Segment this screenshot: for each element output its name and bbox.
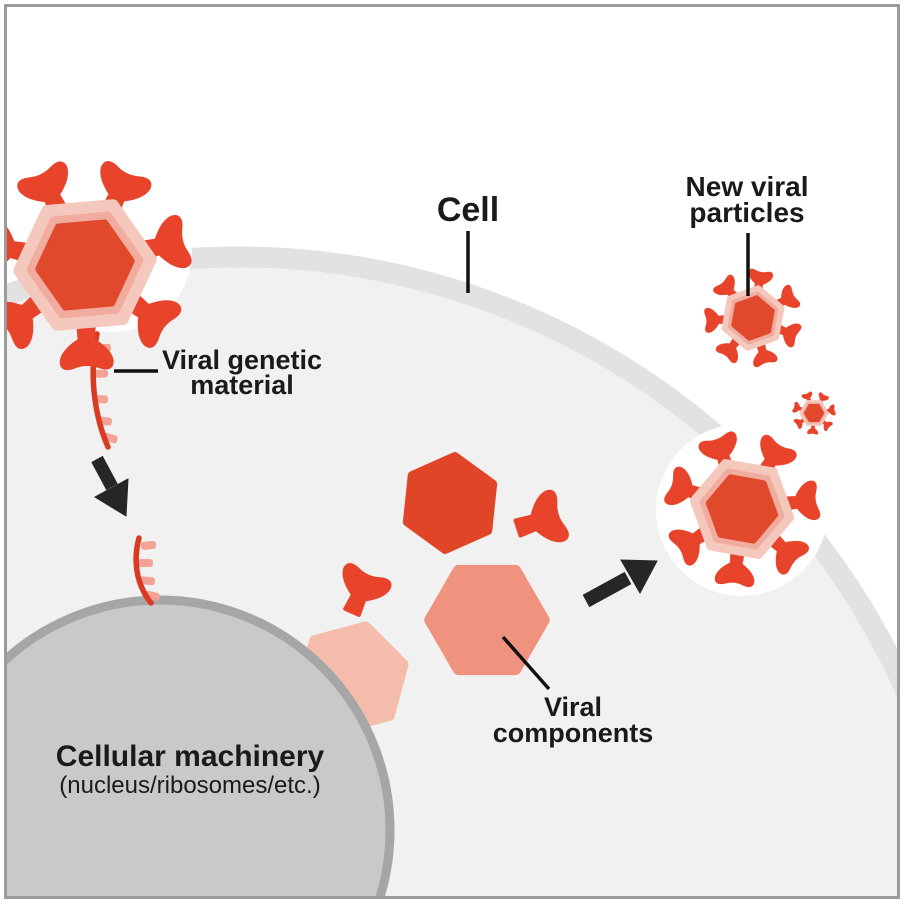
new-virus-small (785, 384, 844, 442)
viral-genetic-material-label: Viral genetic material (161, 345, 323, 400)
components-leader-line (501, 635, 551, 691)
cellular-machinery-label: Cellular machinery (55, 740, 325, 773)
replicating-strand (133, 535, 160, 606)
entry-arrow (91, 455, 129, 517)
cellular-machinery-sublabel: (nucleus/ribosomes/etc.) (59, 772, 321, 799)
viral-components-label: Viral components (492, 692, 654, 748)
assembly-arrow (582, 559, 658, 608)
cell-membrane (0, 246, 908, 724)
cellular-machinery-sphere (0, 595, 395, 906)
new-virus-medium (697, 263, 810, 374)
new-viral-particles-label: New viral particles (685, 171, 809, 228)
cell-label: Cell (436, 191, 500, 229)
